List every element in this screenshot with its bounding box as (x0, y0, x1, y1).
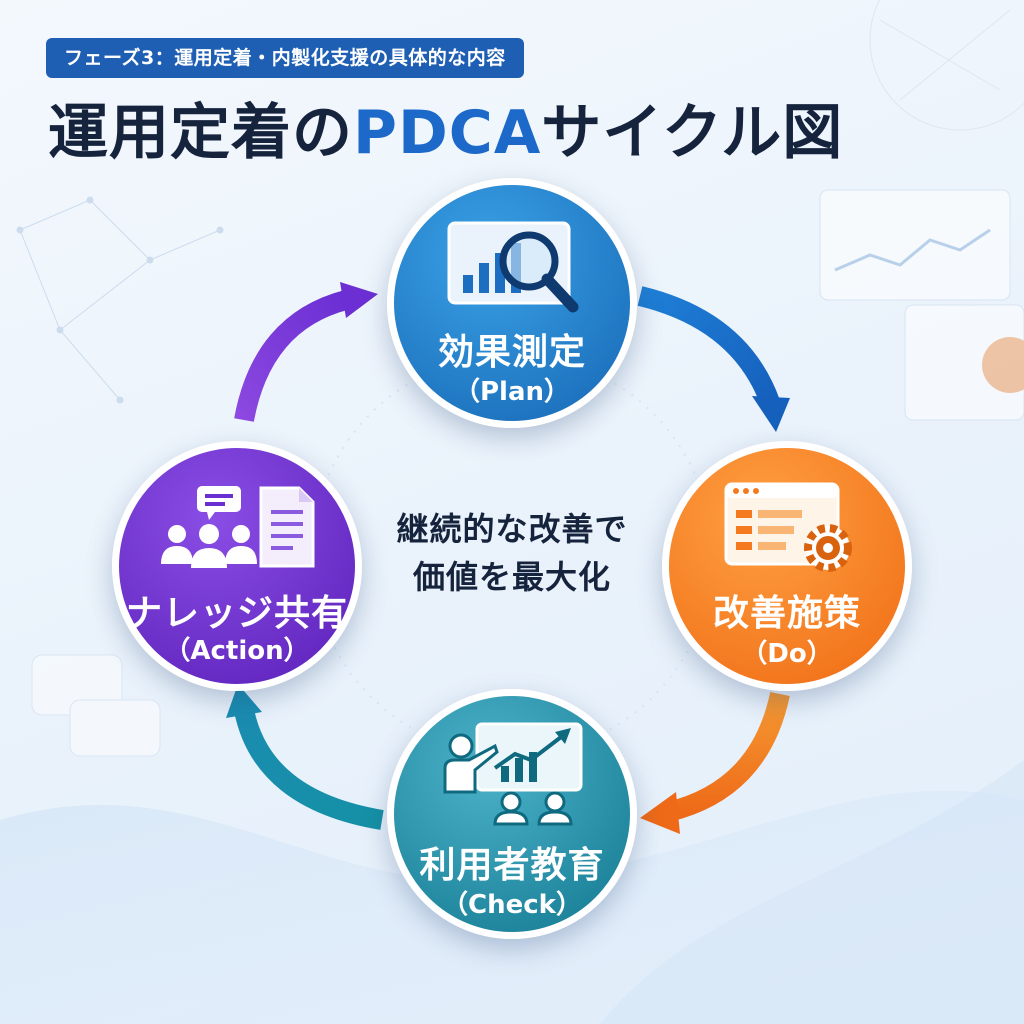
node-action: ナレッジ共有 （Action） (112, 441, 362, 691)
browser-gear-icon (724, 482, 852, 572)
action-sub: （Action） (164, 636, 310, 666)
title-prefix: 運用定着の (48, 98, 353, 168)
center-line-2: 価値を最大化 (412, 558, 611, 596)
team-chat-document-icon (161, 486, 315, 568)
node-check: 利用者教育 （Check） (387, 689, 637, 939)
page-title: 運用定着のPDCAサイクル図 (48, 88, 843, 178)
check-sub: （Check） (442, 890, 582, 920)
arrow-check-to-action (234, 707, 384, 830)
node-plan: 効果測定 （Plan） (387, 178, 637, 428)
title-accent: PDCA (353, 98, 542, 168)
arrow-plan-to-do (637, 286, 780, 406)
center-line-1: 継続的な改善で (396, 510, 628, 548)
presenter-audience-icon (443, 722, 583, 826)
plan-sub: （Plan） (453, 377, 571, 407)
phase-badge: フェーズ3：運用定着・内製化支援の具体的な内容 (46, 38, 524, 78)
center-message: 継続的な改善で 価値を最大化 (362, 505, 662, 601)
do-label: 改善施策 (712, 593, 861, 634)
magnifier-chart-icon (447, 221, 579, 313)
action-label: ナレッジ共有 (125, 593, 348, 634)
node-do: 改善施策 （Do） (662, 441, 912, 691)
arrow-action-to-plan (234, 290, 349, 422)
do-sub: （Do） (741, 639, 833, 669)
check-label: 利用者教育 (419, 845, 605, 886)
plan-label: 効果測定 (437, 332, 586, 373)
title-suffix: サイクル図 (541, 98, 844, 168)
arrow-do-to-check (665, 691, 790, 822)
